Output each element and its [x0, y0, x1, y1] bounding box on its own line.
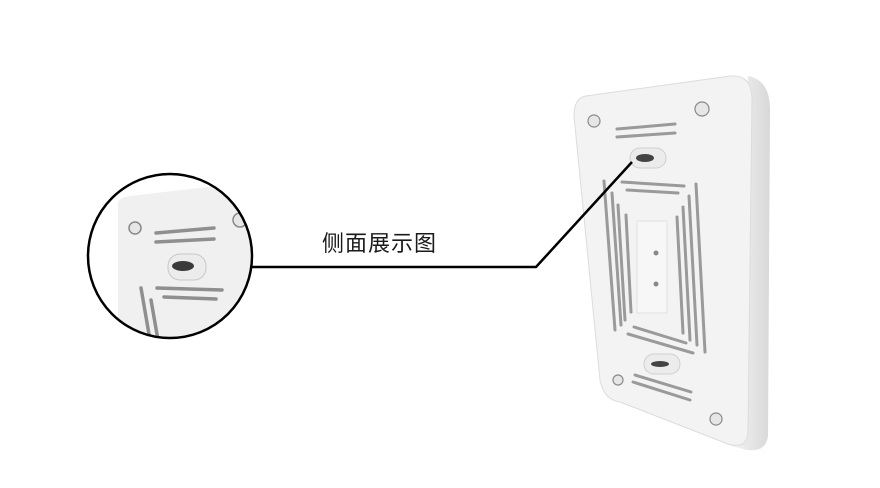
vent-slots — [602, 122, 707, 402]
screw-icons — [587, 101, 723, 426]
side-view-label: 侧面展示图 — [322, 232, 438, 257]
zoom-detail-circle — [86, 172, 254, 340]
callout-line — [252, 161, 633, 269]
device-back-panel — [573, 75, 770, 451]
